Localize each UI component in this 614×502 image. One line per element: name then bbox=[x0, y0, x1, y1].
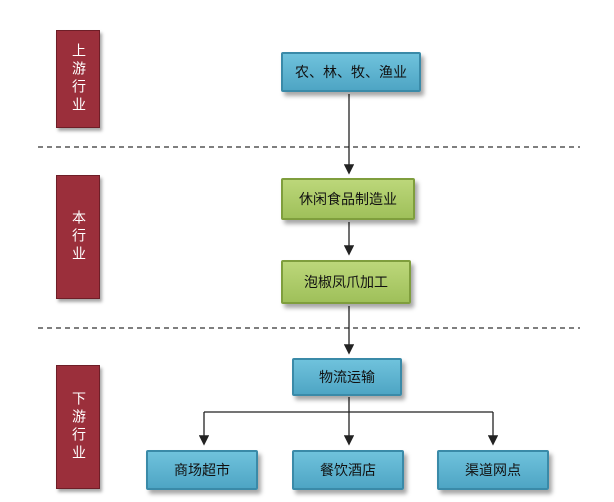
node-logistics-label: 物流运输 bbox=[319, 370, 375, 386]
section-tag-upstream: 上游行业 bbox=[56, 30, 100, 128]
node-channels-label: 渠道网点 bbox=[465, 463, 521, 479]
node-supermarket: 商场超市 bbox=[146, 450, 258, 490]
node-supermarket-label: 商场超市 bbox=[174, 463, 230, 479]
node-snack-manufacturing-label: 休闲食品制造业 bbox=[299, 192, 397, 208]
node-catering: 餐饮酒店 bbox=[292, 450, 404, 490]
node-pickled-chicken-feet-label: 泡椒凤爪加工 bbox=[304, 275, 388, 291]
node-logistics: 物流运输 bbox=[292, 358, 402, 396]
node-agriculture: 农、林、牧、渔业 bbox=[281, 52, 421, 92]
node-channels: 渠道网点 bbox=[437, 450, 549, 490]
section-tag-upstream-label: 上游行业 bbox=[70, 43, 86, 115]
node-agriculture-label: 农、林、牧、渔业 bbox=[295, 65, 407, 81]
section-tag-core-label: 本行业 bbox=[70, 210, 86, 264]
node-snack-manufacturing: 休闲食品制造业 bbox=[281, 178, 415, 220]
node-catering-label: 餐饮酒店 bbox=[320, 463, 376, 479]
section-tag-core: 本行业 bbox=[56, 175, 100, 299]
section-tag-downstream: 下游行业 bbox=[56, 365, 100, 489]
node-pickled-chicken-feet: 泡椒凤爪加工 bbox=[281, 260, 411, 304]
section-tag-downstream-label: 下游行业 bbox=[70, 391, 86, 463]
